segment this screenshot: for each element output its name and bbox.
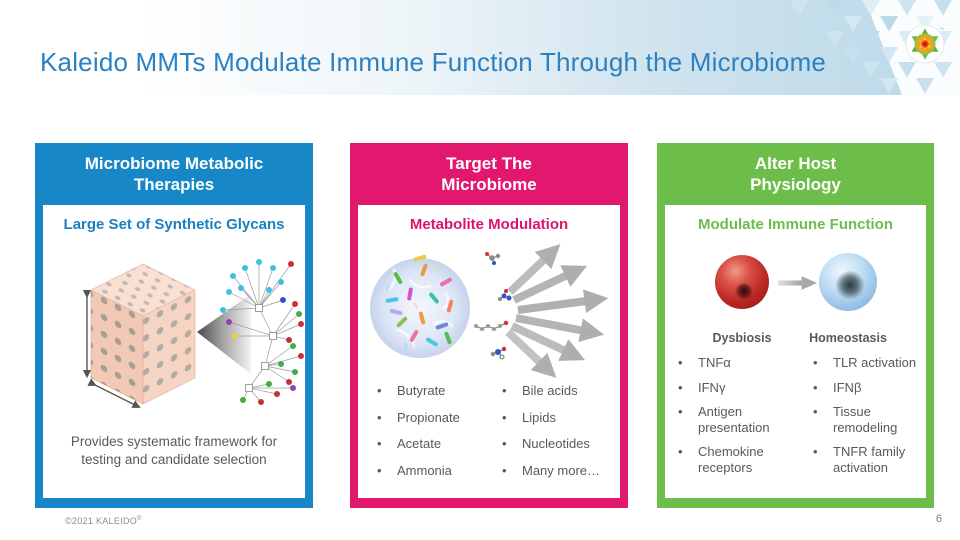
dysbiosis-colon-image xyxy=(715,255,769,309)
panel-title: Alter Host Physiology xyxy=(750,153,841,194)
immune-list-right: • TLR activation • IFNβ • Tissue remodeling… xyxy=(813,355,927,476)
metabolite-list-left: • Butyrate • Propionate • Acetate • Ammonia xyxy=(377,383,497,478)
list-item-label: Antigen presentation xyxy=(698,404,770,435)
list-item: • Ammonia xyxy=(377,463,497,479)
bullet-icon: • xyxy=(813,444,818,460)
list-item: • Propionate xyxy=(377,410,497,426)
list-item-label: IFNγ xyxy=(698,379,726,395)
bullet-icon: • xyxy=(813,355,818,370)
bullet-icon: • xyxy=(678,379,683,395)
glycan-cube-to-network-illustration xyxy=(82,259,304,408)
list-item-label: TLR activation xyxy=(833,355,917,370)
list-item: • Many more… xyxy=(502,463,620,479)
panel-title: Target The Microbiome xyxy=(441,153,537,194)
bullet-icon: • xyxy=(377,409,382,425)
list-item-label: Nucleotides xyxy=(522,436,590,452)
bullet-icon: • xyxy=(678,355,683,370)
list-item-label: TNFR family activation xyxy=(833,444,906,475)
dysbiosis-label: Dysbiosis xyxy=(712,331,772,345)
list-item: • TNFα xyxy=(678,355,806,371)
list-item: • Bile acids xyxy=(502,383,620,399)
slide-title: Kaleido MMTs Modulate Immune Function Th… xyxy=(40,47,827,78)
registered-mark: ® xyxy=(137,516,142,522)
bullet-icon: • xyxy=(377,462,382,478)
bullet-icon: • xyxy=(678,444,683,460)
panel-target-the-microbiome: Target The Microbiome Metabolite Modulat… xyxy=(350,143,628,508)
kaleido-logo-icon: ™ xyxy=(905,24,945,64)
list-item-label: Ammonia xyxy=(397,462,452,478)
list-item: • Chemokine receptors xyxy=(678,444,806,475)
copyright-label: ©2021 KALEIDO xyxy=(65,516,138,526)
bullet-icon: • xyxy=(678,404,683,420)
copyright-text: ©2021 KALEIDO® xyxy=(65,516,142,526)
list-item-label: Propionate xyxy=(397,409,460,425)
panel-microbiome-metabolic-therapies: Microbiome Metabolic Therapies Large Set… xyxy=(35,143,313,508)
bullet-icon: • xyxy=(502,409,507,425)
list-item: • TNFR family activation xyxy=(813,444,927,475)
list-item: • TLR activation xyxy=(813,355,927,371)
panel-caption: Provides systematic framework for testin… xyxy=(70,434,278,467)
immune-list-left: • TNFα • IFNγ • Antigen presentation • Chemo… xyxy=(678,355,806,476)
logo-tm-mark: ™ xyxy=(939,27,944,33)
list-item-label: IFNβ xyxy=(833,379,862,395)
bullet-icon: • xyxy=(813,404,818,420)
bullet-icon: • xyxy=(377,436,382,452)
panel-subtitle: Modulate Immune Function xyxy=(698,216,893,233)
list-item-label: Bile acids xyxy=(522,383,578,398)
transition-arrow-icon xyxy=(778,276,818,290)
list-item: • Antigen presentation xyxy=(678,404,806,435)
bullet-icon: • xyxy=(502,462,507,478)
bullet-icon: • xyxy=(502,383,507,398)
microbiome-metabolite-arrows-illustration xyxy=(370,244,609,378)
list-item: • Butyrate xyxy=(377,383,497,399)
list-item: • Nucleotides xyxy=(502,436,620,452)
list-item: • IFNβ xyxy=(813,380,927,396)
page-number: 6 xyxy=(935,513,942,525)
panel-body: Modulate Immune Function Dysbiosis Homeo… xyxy=(665,205,926,498)
list-item: • IFNγ xyxy=(678,380,806,396)
list-item-label: Acetate xyxy=(397,436,442,452)
panel-subtitle: Large Set of Synthetic Glycans xyxy=(63,216,285,233)
panel-alter-host-physiology: Alter Host Physiology Modulate Immune Fu… xyxy=(657,143,934,508)
bullet-icon: • xyxy=(377,383,382,398)
list-item-label: Tissue remodeling xyxy=(833,404,898,435)
bullet-icon: • xyxy=(502,436,507,452)
panel-title: Microbiome Metabolic Therapies xyxy=(84,153,264,194)
list-item: • Lipids xyxy=(502,410,620,426)
panel-body: Large Set of Synthetic Glycans xyxy=(43,205,305,498)
list-item-label: Many more… xyxy=(522,462,601,478)
panel-subtitle: Metabolite Modulation xyxy=(409,216,569,233)
list-item: • Acetate xyxy=(377,436,497,452)
header-band: ™ xyxy=(0,0,960,95)
list-item-label: Lipids xyxy=(522,409,556,425)
list-item-label: Chemokine receptors xyxy=(698,444,764,475)
homeostasis-colon-image xyxy=(819,253,877,311)
list-item: • Tissue remodeling xyxy=(813,404,927,435)
homeostasis-label: Homeostasis xyxy=(809,331,887,345)
panel-body: Metabolite Modulation xyxy=(358,205,620,498)
list-item-label: TNFα xyxy=(698,355,731,370)
metabolite-list-right: • Bile acids • Lipids • Nucleotides • Many m… xyxy=(502,383,620,478)
bullet-icon: • xyxy=(813,379,818,395)
list-item-label: Butyrate xyxy=(397,383,446,398)
